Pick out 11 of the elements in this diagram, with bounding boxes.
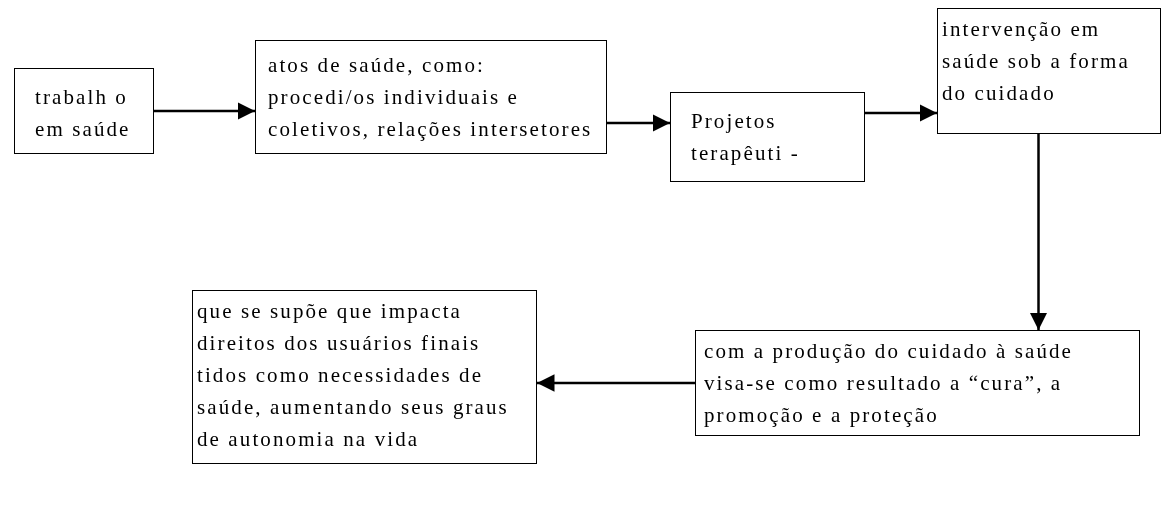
arrow	[607, 114, 670, 132]
arrow	[154, 102, 255, 120]
text-box: com a produção do cuidado à saúde visa-se como resultado a “cura”, a promoção e a proteção	[695, 330, 1140, 436]
text-box: trabalh o em saúde	[14, 68, 154, 154]
arrow	[865, 104, 937, 122]
arrow	[537, 374, 695, 392]
text-box: que se supõe que impacta direitos dos usuários finais tidos como necessidades de saúde, aumentando seus graus de autonomia na vida	[192, 290, 537, 464]
text-box: Projetos terapêuti -	[670, 92, 865, 182]
text-box: atos de saúde, como: procedi/os individuais e coletivos, relações intersetores	[255, 40, 607, 154]
arrow	[1029, 134, 1048, 330]
text-box: intervenção em saúde sob a forma do cuidado	[937, 8, 1161, 134]
